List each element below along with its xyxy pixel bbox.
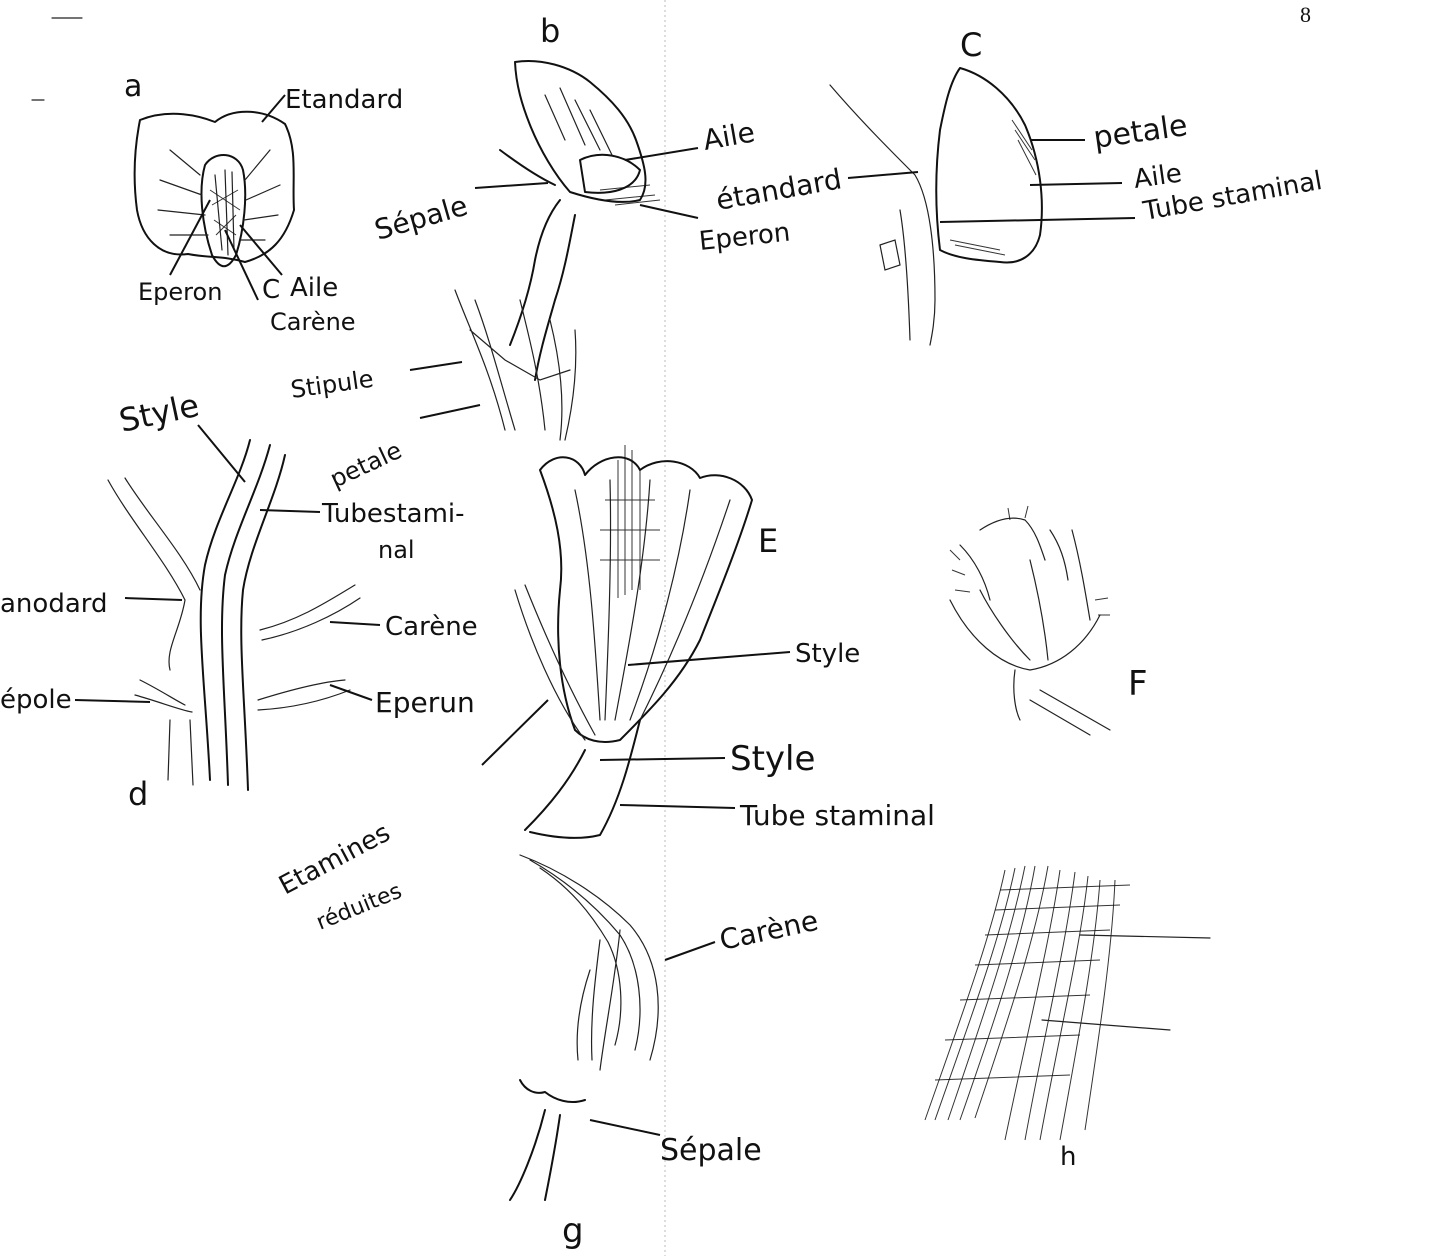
figure-a: a Etandard Eperon C Aile Carène bbox=[124, 69, 403, 336]
shaded-structure-h bbox=[925, 866, 1115, 1140]
flower-c-bract bbox=[880, 240, 900, 270]
flower-f-drawing bbox=[950, 518, 1110, 735]
label-tube2-d: nal bbox=[378, 536, 415, 564]
branches-d bbox=[135, 585, 360, 712]
leader-eperon bbox=[170, 200, 210, 275]
leader-standard-d bbox=[125, 598, 182, 600]
crosshatch-h bbox=[935, 885, 1130, 1080]
leader-aile-c bbox=[1030, 183, 1122, 185]
label-etandard-c: étandard bbox=[713, 162, 844, 217]
leader-etandard-c bbox=[848, 172, 918, 178]
figure-letter-b: b bbox=[540, 12, 560, 50]
page-number: 8 bbox=[1300, 2, 1311, 27]
label-style1-e: Style bbox=[795, 639, 860, 669]
leader-aile bbox=[240, 225, 282, 275]
label-petale-c: petale bbox=[1091, 108, 1189, 156]
stem-g bbox=[510, 1080, 585, 1200]
stem-d bbox=[168, 720, 193, 785]
label-sepale-g: Sépale bbox=[660, 1133, 762, 1168]
figure-letter-c: C bbox=[960, 26, 982, 64]
figure-letter-a: a bbox=[124, 69, 142, 104]
label-standard: Etandard bbox=[285, 85, 403, 115]
label-tube-d: Tubestami- bbox=[321, 499, 465, 529]
leader-style2-e bbox=[600, 758, 725, 760]
flower-b-veins bbox=[545, 88, 612, 155]
label-tube-e: Tube staminal bbox=[739, 799, 935, 832]
leader-h-1 bbox=[1080, 935, 1210, 938]
flower-e-veins bbox=[575, 480, 730, 720]
label-c: C bbox=[262, 275, 280, 305]
keel-g bbox=[520, 855, 658, 1070]
label-carene: Carène bbox=[270, 308, 356, 336]
sepal-b bbox=[500, 150, 555, 185]
leader-eperon-b bbox=[640, 205, 698, 218]
label-eperon: Eperon bbox=[138, 278, 222, 306]
figure-c: C petale étandard Aile Tube staminal bbox=[713, 26, 1324, 345]
flower-c-stem bbox=[830, 85, 935, 345]
figure-h: h bbox=[925, 866, 1210, 1172]
label-eperon-d: Eperun bbox=[375, 686, 475, 719]
flower-b-petals bbox=[515, 61, 646, 202]
leader-petale-b bbox=[420, 405, 480, 418]
label-style2-e: Style bbox=[730, 739, 815, 779]
figure-g: Carène Sépale g bbox=[510, 855, 821, 1251]
label-petale-b: petale bbox=[326, 436, 406, 493]
leader-tube-e bbox=[620, 805, 735, 808]
flower-c-outline bbox=[936, 68, 1042, 263]
flower-e-sepals bbox=[515, 585, 595, 740]
label-stipule-b: Stipule bbox=[289, 365, 375, 404]
petal-veins bbox=[158, 150, 280, 255]
figure-letter-g: g bbox=[562, 1211, 584, 1251]
figure-letter-f: F bbox=[1128, 664, 1148, 704]
figure-letter-e: E bbox=[758, 522, 778, 560]
leader-carene-d bbox=[330, 622, 380, 625]
leader-tube-c bbox=[940, 218, 1135, 222]
label-reduites-e: réduites bbox=[313, 879, 406, 936]
label-sepale-b: Sépale bbox=[371, 189, 471, 247]
leader-sepale-g bbox=[590, 1120, 660, 1135]
label-carene-d: Carène bbox=[385, 612, 478, 642]
label-standard-d: anodard bbox=[0, 589, 108, 619]
keel-drawing bbox=[201, 155, 245, 266]
leader-eperon-d bbox=[330, 685, 372, 700]
figure-d: Style Tubestami- nal anodard Carène épol… bbox=[0, 386, 478, 813]
label-carene-g: Carène bbox=[717, 904, 821, 957]
stipule-b bbox=[455, 290, 576, 440]
staminal-column-d bbox=[201, 440, 285, 790]
standard-d bbox=[108, 478, 200, 670]
leader-carene-g bbox=[665, 942, 715, 960]
leader-sepale-d bbox=[75, 700, 150, 702]
label-aile: Aile bbox=[290, 273, 338, 303]
label-sepale-d: épole bbox=[0, 685, 72, 715]
leader-sepale-b bbox=[475, 183, 548, 188]
flower-e-stamens bbox=[600, 445, 660, 598]
leader-tube-d bbox=[260, 510, 320, 512]
figure-f: F bbox=[950, 506, 1148, 735]
figure-letter-d: d bbox=[128, 775, 148, 813]
keel-shading bbox=[210, 190, 240, 235]
label-aile-b: Aile bbox=[700, 115, 757, 157]
standard-petal-drawing bbox=[135, 112, 294, 262]
label-aile-c: Aile bbox=[1132, 159, 1184, 195]
leader-aile-b bbox=[625, 148, 698, 160]
flower-c-shading bbox=[950, 120, 1036, 255]
stem-b bbox=[510, 200, 575, 380]
figure-letter-h: h bbox=[1060, 1142, 1076, 1172]
leader-stipule-b bbox=[410, 362, 462, 370]
leader-etamines-e bbox=[482, 700, 548, 765]
label-style-d: Style bbox=[116, 386, 203, 440]
label-eperon-b: Eperon bbox=[698, 218, 792, 257]
